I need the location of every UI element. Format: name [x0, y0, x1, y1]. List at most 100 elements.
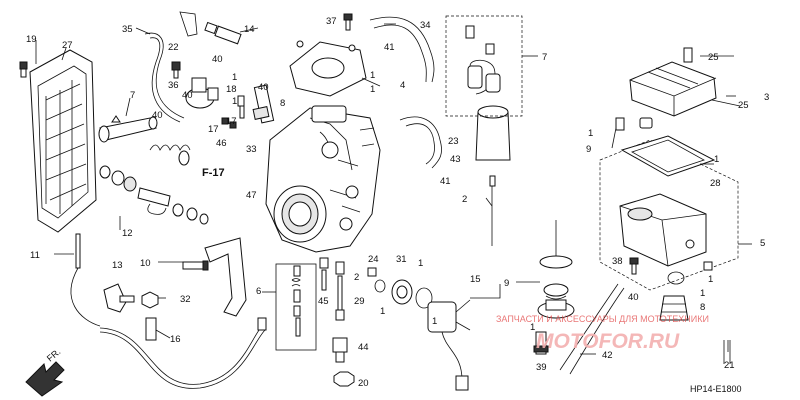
part-16-cable	[99, 317, 267, 389]
label-1-a: 1	[232, 72, 237, 83]
part-2-needle-jet	[335, 261, 345, 321]
part-40-spring	[149, 144, 191, 166]
label-1-k: 1	[708, 274, 713, 285]
label-1-e: 1	[588, 128, 593, 139]
label-8-b: 8	[700, 302, 705, 313]
part-43-hose	[399, 116, 442, 169]
label-27: 27	[62, 40, 73, 51]
label-3: 3	[764, 92, 769, 103]
label-25-a: 25	[708, 52, 719, 63]
label-16: 16	[170, 334, 181, 345]
label-22: 22	[168, 42, 179, 53]
part-38-screw	[629, 257, 639, 275]
label-6: 6	[256, 286, 261, 297]
watermark-brand: MOTOFOR.RU	[536, 330, 680, 353]
label-11: 11	[30, 250, 40, 261]
watermark: ЗАПЧАСТИ И АКСЕССУАРЫ ДЛЯ МОТОТЕХНИКИ MO…	[496, 314, 709, 353]
label-40-b: 40	[258, 82, 269, 93]
part-9-diaphragm	[539, 220, 573, 300]
label-7-a: 7	[130, 90, 135, 101]
label-19: 19	[26, 34, 37, 45]
part-26-valve	[537, 299, 575, 319]
label-41-b: 41	[440, 176, 451, 187]
part-36-valve	[185, 77, 219, 109]
part-23-slide	[475, 105, 511, 161]
part-44-jet	[332, 337, 348, 363]
label-36: 36	[168, 80, 179, 91]
label-24: 24	[368, 254, 379, 265]
label-44: 44	[358, 342, 369, 353]
part-32-nut	[141, 291, 159, 309]
front-arrow	[25, 361, 65, 397]
part-45-jet	[319, 257, 329, 291]
label-28: 28	[710, 178, 721, 189]
label-1-j: 1	[530, 322, 535, 333]
float-bowl	[619, 193, 707, 267]
part-1-plug	[667, 261, 713, 285]
part-cap-small	[639, 117, 653, 129]
label-33: 33	[246, 144, 257, 155]
part-14-screw	[204, 21, 242, 45]
label-40-d: 40	[152, 110, 163, 121]
label-4: 4	[400, 80, 405, 91]
part-7-assembly-box	[445, 15, 523, 117]
label-5: 5	[760, 238, 765, 249]
label-39: 39	[536, 362, 547, 373]
part-6-jets	[275, 263, 317, 351]
label-17-a: 17	[208, 124, 219, 135]
label-34: 34	[420, 20, 431, 31]
part-9-screw	[615, 117, 625, 131]
label-42: 42	[602, 350, 613, 361]
watermark-text: ЗАПЧАСТИ И АКСЕССУАРЫ ДЛЯ МОТОТЕХНИКИ	[496, 314, 709, 324]
front-label: FR.	[45, 347, 63, 364]
label-9-b: 9	[504, 278, 509, 289]
label-23: 23	[448, 136, 459, 147]
part-7-throttle-drum	[98, 115, 158, 143]
label-47: 47	[246, 190, 257, 201]
label-2-a: 2	[462, 194, 467, 205]
part-19-bolt	[19, 61, 28, 78]
part-plunger-boot	[659, 295, 689, 321]
part-12-choke-assembly	[99, 165, 209, 225]
label-41-a: 41	[384, 42, 395, 53]
carburetor-body	[265, 105, 381, 253]
label-43: 43	[450, 154, 461, 165]
label-15: 15	[470, 274, 481, 285]
part-17-screw	[221, 117, 237, 129]
label-1-i: 1	[432, 316, 437, 327]
label-1-f: 1	[714, 154, 719, 165]
label-40-a: 40	[212, 54, 223, 65]
label-31: 31	[396, 254, 407, 265]
part-3-box	[629, 61, 717, 117]
label-25-b: 25	[738, 100, 749, 111]
part-2-needle	[489, 175, 496, 246]
label-1-c: 1	[370, 84, 375, 95]
part-10-bracket	[182, 237, 247, 317]
part-22-bolt	[171, 61, 181, 79]
label-29: 29	[354, 296, 365, 307]
label-32: 32	[180, 294, 191, 305]
label-40-e: 40	[628, 292, 639, 303]
part-34-hose	[369, 16, 435, 83]
label-1-g: 1	[418, 258, 423, 269]
part-13-adjuster	[103, 283, 135, 313]
part-15-sensor	[427, 299, 471, 391]
label-14: 14	[244, 24, 255, 35]
part-25-pin	[683, 47, 741, 107]
label-18: 18	[226, 84, 237, 95]
label-1-h: 1	[380, 306, 385, 317]
part-35-hose	[144, 11, 198, 123]
label-13: 13	[112, 260, 123, 271]
part-24-screw	[367, 267, 377, 277]
label-1-b: 1	[232, 96, 237, 107]
label-12: 12	[122, 228, 133, 239]
label-38: 38	[612, 256, 623, 267]
part-37-screw	[343, 13, 353, 31]
part-31-ring	[391, 279, 413, 305]
part-5-float-bowl-group	[599, 139, 739, 291]
part-28-gasket	[620, 135, 716, 177]
label-17-b: 17	[226, 116, 237, 127]
label-1-l: 1	[700, 288, 705, 299]
label-35: 35	[122, 24, 133, 35]
